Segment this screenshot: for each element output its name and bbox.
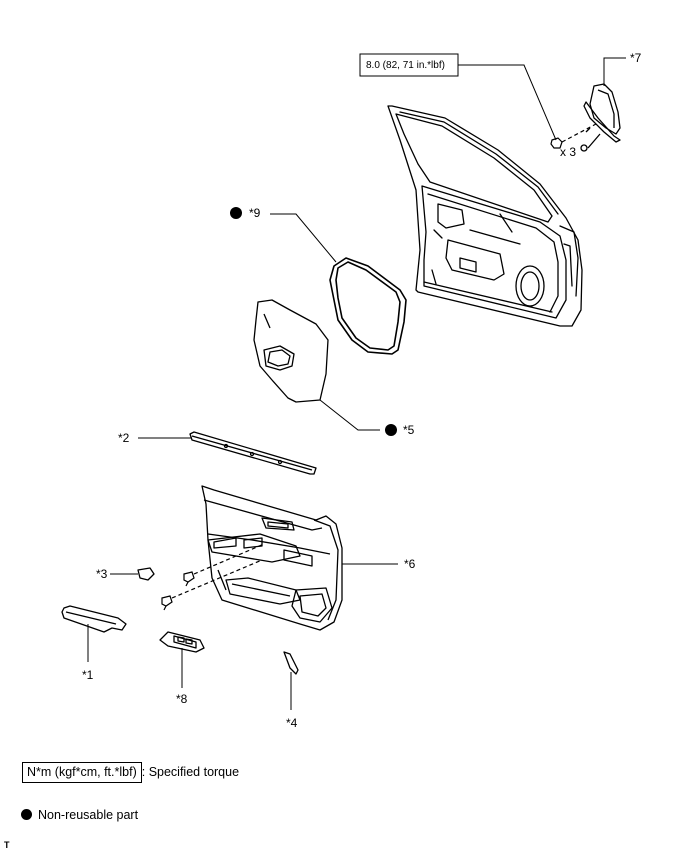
legend-torque: N*m (kgf*cm, ft.*lbf): Specified torque — [22, 762, 239, 783]
legend-torque-desc: : Specified torque — [141, 765, 240, 779]
legend-nonreusable-desc: Non-reusable part — [38, 808, 139, 822]
nonreusable-dot-icon — [21, 809, 32, 820]
callout-part-9: *9 — [249, 206, 261, 220]
armrest-cover-illustration — [61, 605, 127, 633]
door-trim-board-illustration — [201, 485, 343, 631]
front-door-panel-illustration — [387, 105, 583, 327]
torque-callout-box — [359, 53, 459, 77]
quantity-label: x 3 — [560, 145, 576, 159]
service-hole-cover-illustration — [253, 299, 329, 403]
callout-part-4: *4 — [286, 716, 298, 730]
legend-nonreusable: Non-reusable part — [21, 808, 138, 822]
inner-cover-part4-illustration — [283, 651, 299, 675]
nonreusable-marker-9 — [230, 207, 242, 219]
callout-part-1: *1 — [82, 668, 94, 682]
callout-part-8: *8 — [176, 692, 188, 706]
outer-mirror-illustration — [580, 83, 621, 152]
callout-part-2: *2 — [118, 431, 130, 445]
callout-part-3: *3 — [96, 567, 108, 581]
torque-callout-text: 8.0 (82, 71 in.*lbf) — [366, 60, 445, 71]
weatherstrip-illustration — [329, 257, 407, 355]
cover-part3-illustration — [137, 567, 155, 581]
callout-part-7: *7 — [630, 51, 642, 65]
callout-part-6: *6 — [404, 557, 416, 571]
mirror-nut-illustration — [550, 123, 597, 149]
callout-part-5: *5 — [403, 423, 415, 437]
nonreusable-marker-5 — [385, 424, 397, 436]
leader-lines — [87, 57, 626, 710]
belt-moulding-illustration — [189, 431, 317, 475]
window-switch-illustration — [159, 631, 205, 653]
figure-code: T — [4, 840, 10, 850]
trim-screw-illustration — [161, 543, 265, 611]
legend-torque-unit-box: N*m (kgf*cm, ft.*lbf) — [22, 762, 142, 783]
